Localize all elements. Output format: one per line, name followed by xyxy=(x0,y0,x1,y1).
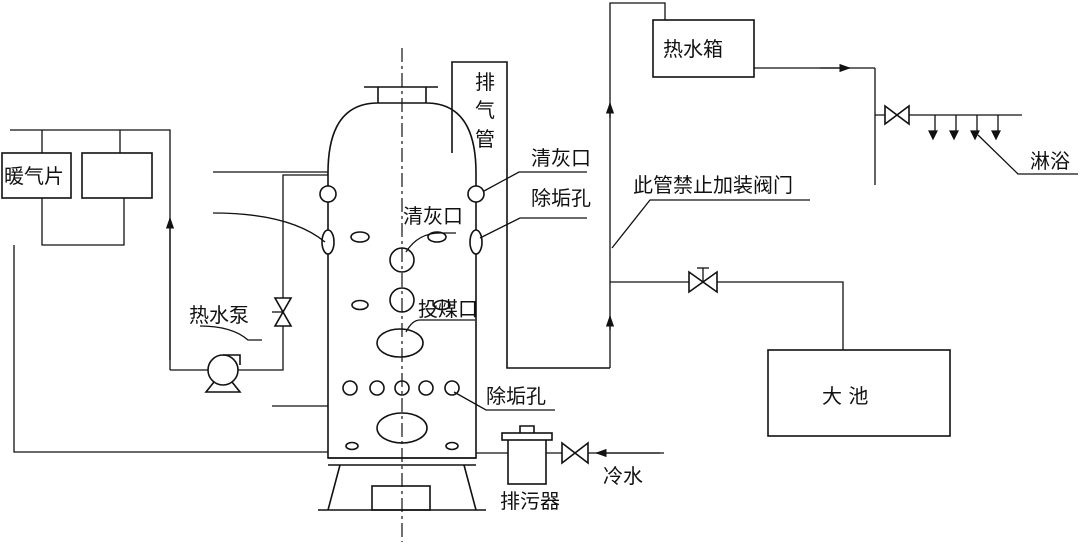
drain-separator-label: 排污器 xyxy=(500,489,560,513)
descaling-hole-right-label: 除垢孔 xyxy=(531,186,591,210)
cold-water-valve-icon xyxy=(561,441,589,465)
heating-loop xyxy=(1,129,328,453)
radiator-box-2 xyxy=(81,152,153,199)
wall-ports xyxy=(319,185,485,255)
pool-valve-icon xyxy=(688,267,718,294)
cleanout-port-center-label: 清灰口 xyxy=(403,204,463,228)
exhaust-pipe-label-2: 气 xyxy=(475,98,495,122)
cold-water-label: 冷水 xyxy=(603,464,643,488)
hot-water-pump-icon xyxy=(204,354,242,393)
shower-label: 淋浴 xyxy=(1030,149,1070,173)
descaling-hole-lower-label: 除垢孔 xyxy=(486,384,546,408)
hot-water-tank-label: 热水箱 xyxy=(663,37,723,61)
hot-water-tank-box xyxy=(652,19,755,78)
drain-separator-icon xyxy=(476,425,664,485)
exhaust-pipe-label-1: 排 xyxy=(475,70,495,94)
cleanout-port-right-label: 清灰口 xyxy=(531,146,591,170)
exhaust-pipe-label-3: 管 xyxy=(475,127,495,151)
leader-lines xyxy=(199,134,1078,411)
riser-pipe xyxy=(605,2,1022,437)
interior-holes xyxy=(342,231,460,451)
shower-valve-icon xyxy=(884,104,910,126)
boiler-body xyxy=(318,48,486,542)
radiator-label: 暖气片 xyxy=(4,164,64,188)
pump-valve-icon xyxy=(272,297,293,327)
shower-heads-icon xyxy=(928,115,1001,141)
radiator-box xyxy=(1,152,72,199)
coal-feed-port-label: 投煤口 xyxy=(418,297,478,321)
big-pool-label: 大 池 xyxy=(822,384,868,408)
no-valve-note-label: 此管禁止加装阀门 xyxy=(633,173,793,197)
big-pool-box xyxy=(767,349,951,437)
hot-water-pump-label: 热水泵 xyxy=(189,303,249,327)
exhaust-pipe xyxy=(451,61,610,369)
